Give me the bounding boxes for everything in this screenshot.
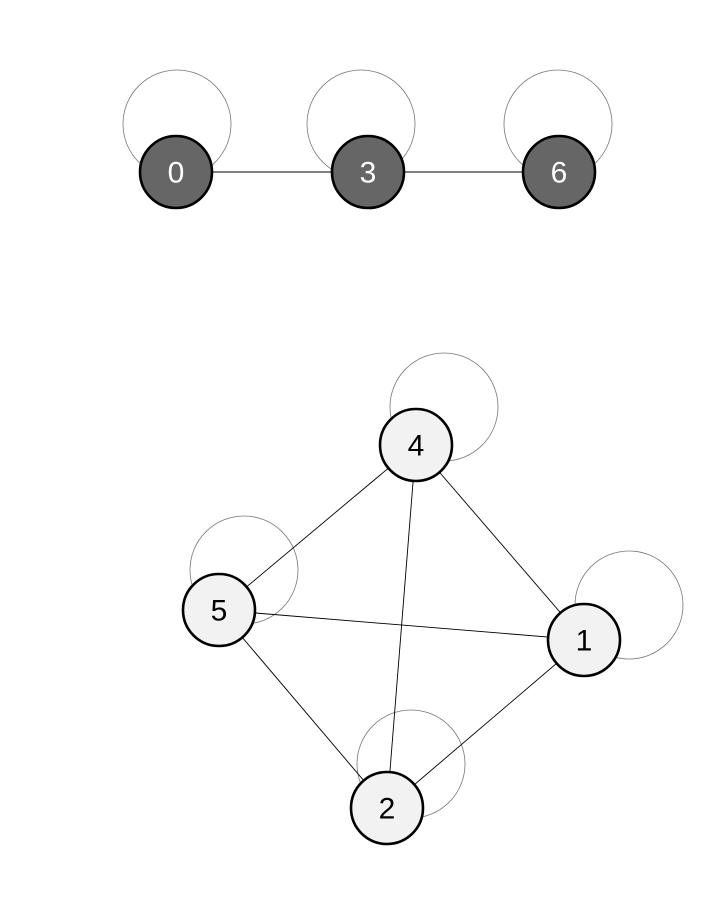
edge-4-2	[386, 444, 417, 809]
node-circle-4	[378, 407, 454, 483]
node-circle-2	[349, 770, 425, 846]
node-circle-3	[330, 134, 406, 210]
node-label-3: 3	[360, 157, 377, 190]
node-6: 6	[521, 134, 597, 210]
node-circle-0	[138, 134, 214, 210]
edge-1-2	[386, 639, 585, 809]
node-2: 2	[349, 770, 425, 846]
node-label-0: 0	[168, 157, 185, 190]
edge-5-1	[218, 609, 585, 641]
node-3: 3	[330, 134, 406, 210]
edge-4-5	[218, 444, 417, 611]
node-label-1: 1	[576, 625, 593, 658]
node-4: 4	[378, 407, 454, 483]
node-label-2: 2	[379, 793, 396, 826]
node-label-6: 6	[551, 157, 568, 190]
node-label-5: 5	[211, 595, 228, 628]
edges-layer	[176, 171, 585, 809]
edge-5-2	[218, 609, 388, 809]
node-5: 5	[181, 572, 257, 648]
node-circle-6	[521, 134, 597, 210]
node-label-4: 4	[408, 430, 425, 463]
node-1: 1	[546, 602, 622, 678]
node-0: 0	[138, 134, 214, 210]
node-circle-1	[546, 602, 622, 678]
node-circle-5	[181, 572, 257, 648]
nodes-layer: 0 3 6 4 5 1 2	[138, 134, 622, 846]
edge-4-1	[415, 444, 585, 641]
